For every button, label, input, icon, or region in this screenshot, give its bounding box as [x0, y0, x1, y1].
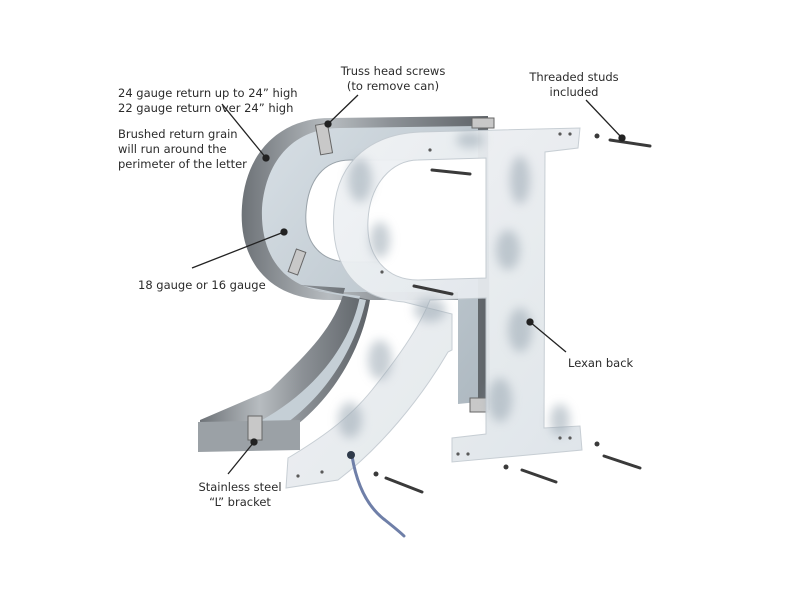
threaded-studs-label: Threaded studs included [526, 70, 622, 100]
lexan-back-label: Lexan back [568, 356, 633, 371]
brushed-grain-label: Brushed return grain will run around the… [118, 127, 247, 172]
bracket-line-1: Stainless steel [198, 480, 282, 494]
threaded-studs [384, 138, 652, 494]
return-gauge-line-1: 24 gauge return up to 24” high [118, 86, 298, 100]
l-bracket [247, 415, 263, 441]
lexan-text: Lexan back [568, 356, 634, 370]
grain-line-2: will run around the [118, 142, 227, 156]
screws-line-1: Truss head screws [340, 64, 446, 78]
grain-line-3: perimeter of the letter [118, 157, 247, 171]
power-cable [350, 454, 406, 538]
side-gauge-label: 18 gauge or 16 gauge [138, 278, 266, 293]
can-face-leg [214, 290, 366, 444]
screws-line-2: (to remove can) [346, 79, 440, 93]
truss-screw-clip [314, 122, 334, 156]
studs-line-1: Threaded studs [529, 70, 619, 84]
truss-screws-label: Truss head screws (to remove can) [338, 64, 448, 94]
return-gauge-label: 24 gauge return up to 24” high 22 gauge … [118, 86, 298, 116]
bracket-line-2: “L” bracket [209, 495, 271, 509]
leader-lines [191, 94, 626, 475]
grain-line-1: Brushed return grain [118, 127, 238, 141]
side-gauge-text: 18 gauge or 16 gauge [138, 278, 266, 292]
studs-line-2: included [549, 85, 599, 99]
return-gauge-line-2: 22 gauge return over 24” high [118, 101, 294, 115]
can-return-leg [200, 285, 370, 450]
l-bracket-label: Stainless steel “L” bracket [190, 480, 290, 510]
lexan-back [285, 127, 583, 538]
